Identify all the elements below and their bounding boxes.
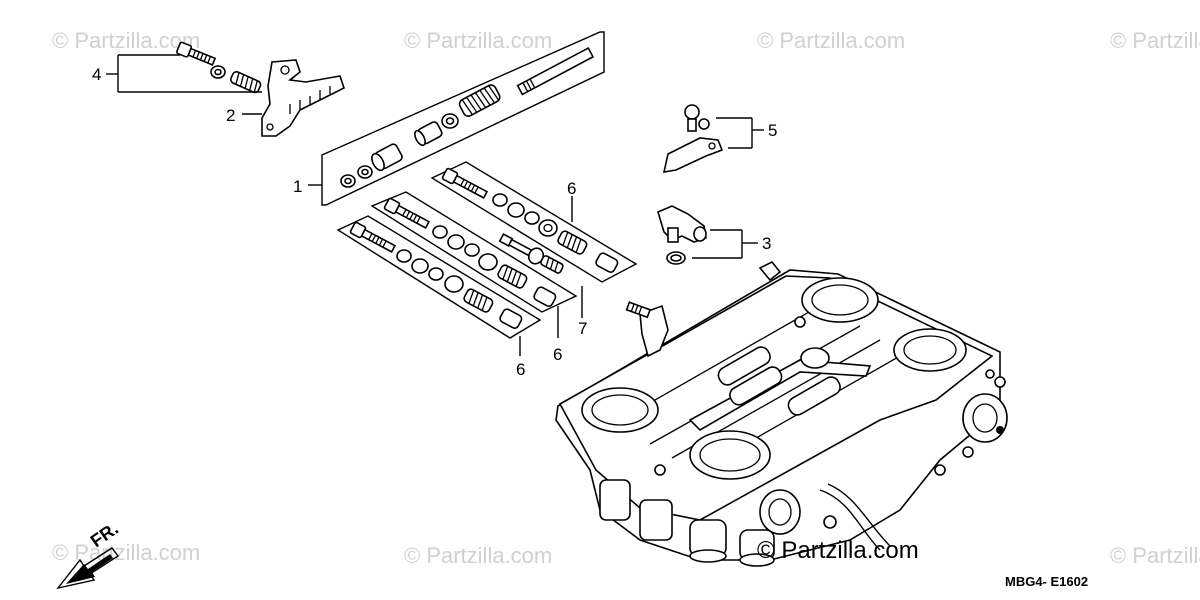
front-direction-arrow-icon bbox=[56, 547, 120, 590]
part-3-sensor-oring bbox=[657, 205, 758, 265]
diagram-code: MBG4- E1602 bbox=[1005, 574, 1088, 589]
part-1-kit bbox=[308, 31, 605, 206]
watermark: © Partzilla.com bbox=[404, 28, 552, 53]
callout-7[interactable]: 7 bbox=[578, 319, 587, 338]
watermark: © Partzilla.com bbox=[52, 28, 200, 53]
callout-6[interactable]: 6 bbox=[553, 345, 562, 364]
watermark: © Partzilla.com bbox=[1110, 543, 1200, 568]
callout-5[interactable]: 5 bbox=[768, 121, 777, 140]
throttle-body-assembly bbox=[555, 260, 1008, 567]
part-6-kit-upper bbox=[430, 161, 638, 283]
part-4-bolt-washer-spring bbox=[106, 41, 262, 94]
callout-3[interactable]: 3 bbox=[762, 234, 771, 253]
callout-6[interactable]: 6 bbox=[567, 179, 576, 198]
part-6-kit-middle bbox=[370, 191, 578, 338]
callout-6[interactable]: 6 bbox=[516, 360, 525, 379]
watermark: © Partzilla.com bbox=[757, 28, 905, 53]
part-6-kit-lower bbox=[336, 215, 542, 356]
callout-4[interactable]: 4 bbox=[92, 65, 101, 84]
partzilla-watermark: © Partzilla.com bbox=[757, 537, 919, 564]
part-2-bracket bbox=[242, 59, 345, 137]
part-7-adjuster bbox=[498, 233, 583, 318]
watermark: © Partzilla.com bbox=[404, 543, 552, 568]
watermark: © Partzilla.com bbox=[1110, 28, 1200, 53]
callout-1[interactable]: 1 bbox=[293, 177, 302, 196]
watermark: © Partzilla.com bbox=[52, 540, 200, 565]
callout-2[interactable]: 2 bbox=[226, 106, 235, 125]
part-5-bracket-bolt bbox=[662, 104, 764, 173]
